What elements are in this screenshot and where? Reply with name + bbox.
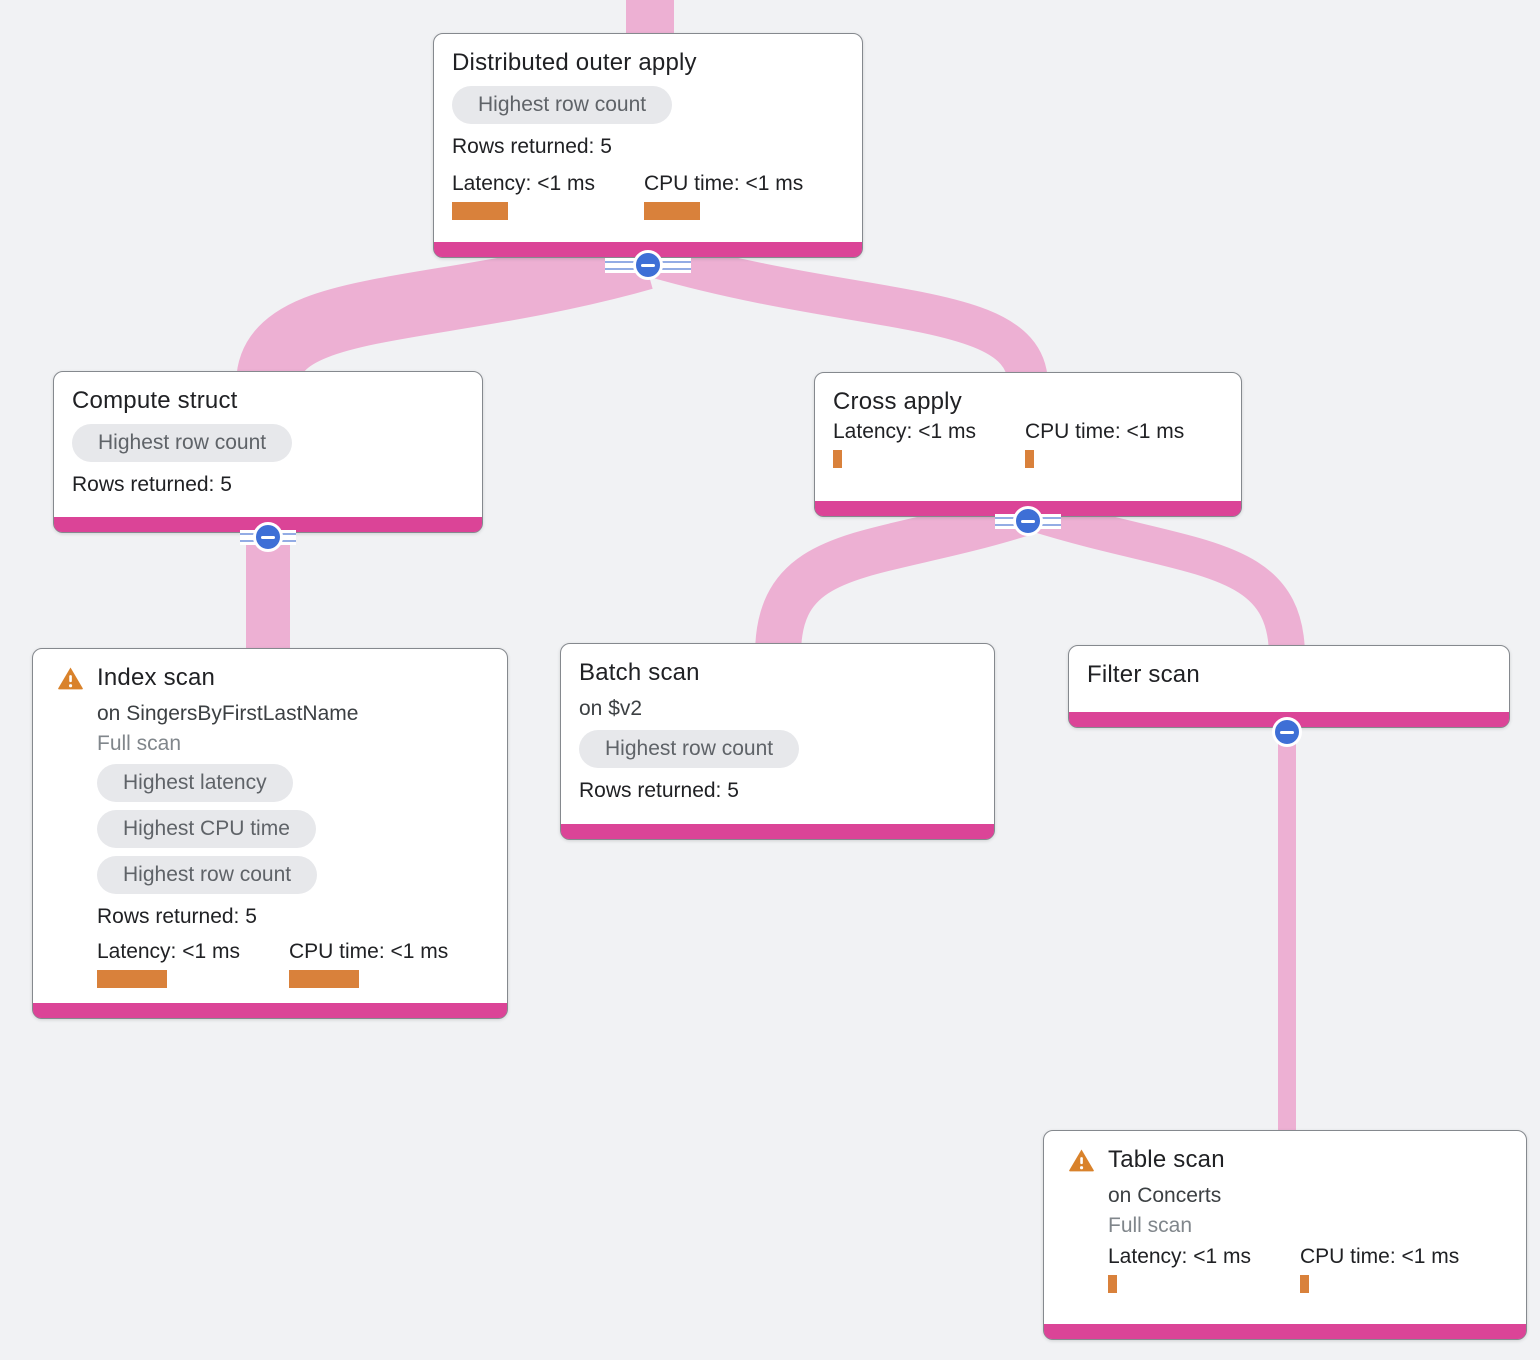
latency-label: Latency: <1 ms bbox=[833, 420, 976, 443]
node-title: Batch scan bbox=[579, 659, 700, 686]
latency-metric: Latency: <1 ms bbox=[1108, 1244, 1300, 1293]
rows-returned: Rows returned: 5 bbox=[97, 905, 257, 928]
node-table-scan[interactable]: Table scan on Concerts Full scan Latency… bbox=[1043, 1130, 1527, 1340]
node-distributed-outer-apply[interactable]: Distributed outer apply Highest row coun… bbox=[433, 33, 863, 258]
minus-icon[interactable] bbox=[633, 250, 663, 280]
node-title: Table scan bbox=[1108, 1146, 1225, 1173]
warning-icon bbox=[58, 666, 83, 689]
scan-target: on $v2 bbox=[579, 697, 643, 720]
node-footer-bar bbox=[434, 242, 862, 257]
latency-bar bbox=[452, 202, 508, 220]
collapse-button-filter[interactable] bbox=[1272, 717, 1302, 747]
cpu-metric: CPU time: <1 ms bbox=[1025, 419, 1217, 468]
node-footer-bar bbox=[1044, 1324, 1526, 1339]
cpu-label: CPU time: <1 ms bbox=[644, 172, 804, 195]
collapse-button-compute[interactable] bbox=[240, 522, 296, 552]
badge-highest-latency: Highest latency bbox=[97, 764, 293, 802]
node-compute-struct[interactable]: Compute struct Highest row count Rows re… bbox=[53, 371, 483, 533]
cpu-bar bbox=[644, 202, 700, 220]
badge-highest-row-count: Highest row count bbox=[97, 856, 318, 894]
edge-distributed-to-compute bbox=[236, 227, 653, 388]
node-title: Filter scan bbox=[1087, 661, 1200, 688]
scan-target: on SingersByFirstLastName bbox=[97, 702, 359, 725]
node-batch-scan[interactable]: Batch scan on $v2 Highest row count Rows… bbox=[560, 643, 995, 840]
cpu-label: CPU time: <1 ms bbox=[289, 940, 449, 963]
rows-returned: Rows returned: 5 bbox=[72, 473, 232, 496]
collapse-button-cross[interactable] bbox=[995, 506, 1061, 536]
cpu-metric: CPU time: <1 ms bbox=[289, 939, 481, 988]
cpu-label: CPU time: <1 ms bbox=[1025, 420, 1185, 443]
cpu-metric: CPU time: <1 ms bbox=[644, 171, 836, 220]
scan-target: on Concerts bbox=[1108, 1184, 1222, 1207]
latency-label: Latency: <1 ms bbox=[1108, 1245, 1251, 1268]
warning-icon bbox=[1069, 1148, 1094, 1171]
node-title: Index scan bbox=[97, 664, 216, 691]
node-title: Compute struct bbox=[72, 387, 238, 414]
scan-type: Full scan bbox=[97, 732, 182, 755]
rows-returned: Rows returned: 5 bbox=[452, 135, 612, 158]
latency-metric: Latency: <1 ms bbox=[833, 419, 1025, 468]
edge-distributed-to-cross bbox=[650, 238, 1048, 387]
scan-type: Full scan bbox=[1108, 1214, 1193, 1237]
minus-icon[interactable] bbox=[1272, 717, 1302, 747]
latency-label: Latency: <1 ms bbox=[452, 172, 595, 195]
cpu-bar bbox=[1300, 1275, 1309, 1293]
cpu-label: CPU time: <1 ms bbox=[1300, 1245, 1460, 1268]
node-filter-scan[interactable]: Filter scan bbox=[1068, 645, 1510, 728]
cpu-metric: CPU time: <1 ms bbox=[1300, 1244, 1492, 1293]
latency-bar bbox=[1108, 1275, 1117, 1293]
latency-metric: Latency: <1 ms bbox=[452, 171, 644, 220]
latency-bar bbox=[833, 450, 842, 468]
node-title: Distributed outer apply bbox=[452, 49, 697, 76]
badge-highest-cpu-time: Highest CPU time bbox=[97, 810, 316, 848]
rows-returned: Rows returned: 5 bbox=[579, 779, 739, 802]
node-footer-bar bbox=[33, 1003, 507, 1018]
latency-bar bbox=[97, 970, 167, 988]
minus-icon[interactable] bbox=[1013, 506, 1043, 536]
badge-highest-row-count: Highest row count bbox=[452, 86, 673, 124]
cpu-bar bbox=[1025, 450, 1034, 468]
latency-metric: Latency: <1 ms bbox=[97, 939, 289, 988]
node-title: Cross apply bbox=[833, 388, 962, 415]
badge-highest-row-count: Highest row count bbox=[579, 730, 800, 768]
node-footer-bar bbox=[561, 824, 994, 839]
minus-icon[interactable] bbox=[253, 522, 283, 552]
badge-highest-row-count: Highest row count bbox=[72, 424, 293, 462]
edge-cross-to-batch bbox=[755, 492, 1027, 656]
edge-cross-to-filter bbox=[1030, 496, 1305, 658]
cpu-bar bbox=[289, 970, 359, 988]
node-index-scan[interactable]: Index scan on SingersByFirstLastName Ful… bbox=[32, 648, 508, 1019]
collapse-button-distributed[interactable] bbox=[605, 250, 691, 280]
node-cross-apply[interactable]: Cross apply Latency: <1 ms CPU time: <1 … bbox=[814, 372, 1242, 517]
latency-label: Latency: <1 ms bbox=[97, 940, 240, 963]
